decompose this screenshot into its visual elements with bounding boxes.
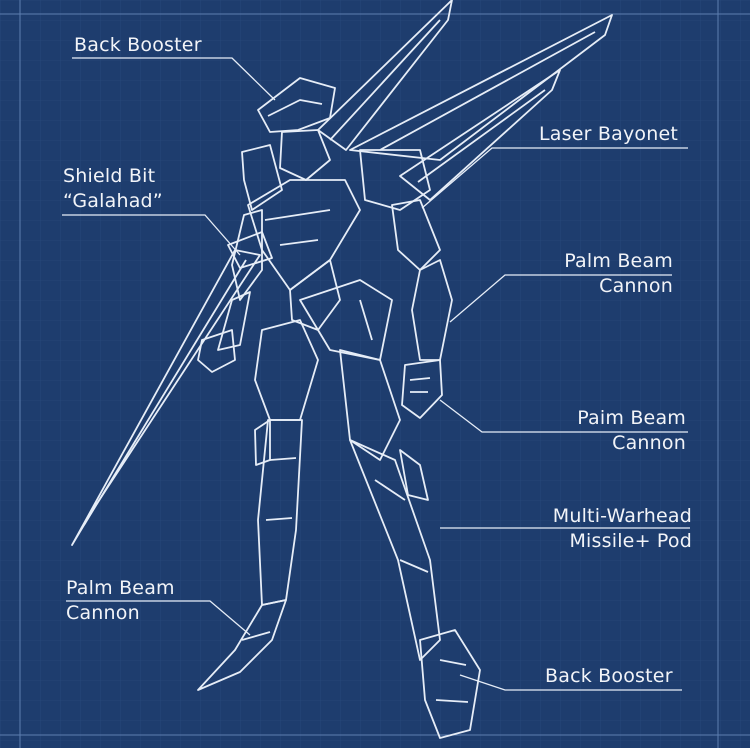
label-palm-beam-cannon-upper: Palm Beam Cannon [555,249,673,299]
label-paim-beam-cannon-line-2: Cannon [612,432,686,454]
label-palm-beam-cannon-upper-line-1: Palm Beam [564,250,673,272]
wing-mid [349,14,613,161]
chest [247,179,361,291]
sword-hilt [227,231,273,269]
label-palm-beam-cannon-lower: Palm Beam Cannon [66,576,175,626]
waist [289,259,341,331]
arm-right-upper [391,199,441,271]
shoulder-left [241,144,283,211]
label-palm-beam-cannon-lower-line-2: Cannon [66,602,140,624]
leader-paim-beam [439,399,688,433]
foot-right [419,629,481,739]
label-shield-bit-line-2: “Galahad” [63,190,163,212]
leg-right-knee [399,449,429,501]
label-paim-beam-cannon: Paim Beam Cannon [568,406,686,456]
label-back-booster-bottom: Back Booster [545,664,673,689]
wing-upper [317,0,453,151]
leader-back-booster-bottom [459,674,682,691]
label-multi-warhead-line-2: Missile+ Pod [569,530,692,552]
leader-palm-beam-lower [66,600,251,636]
label-back-booster-top: Back Booster [74,33,202,58]
leader-shield-bit [62,214,241,256]
wing-lower [399,69,561,201]
label-palm-beam-cannon-lower-line-1: Palm Beam [66,577,175,599]
hand-right [401,359,443,419]
leader-palm-beam-upper [449,274,672,323]
mecha-illustration [71,0,613,739]
leader-lines [62,57,690,691]
label-paim-beam-cannon-line-1: Paim Beam [577,407,686,429]
label-back-booster-bottom-line-1: Back Booster [545,665,673,687]
label-back-booster-top-line-1: Back Booster [74,34,202,56]
leader-laser-bayonet [421,147,688,209]
label-palm-beam-cannon-upper-line-2: Cannon [599,275,673,297]
hand-left [197,329,236,373]
head [279,129,331,181]
label-shield-bit-line-1: Shield Bit [63,165,156,187]
leader-back-booster-top [72,57,276,101]
foot-left [197,599,287,691]
label-laser-bayonet: Laser Bayonet [539,122,678,147]
label-multi-warhead-missile-pod: Multi-Warhead Missile+ Pod [538,504,692,554]
leg-right-shin [349,439,441,661]
hip-armor [299,279,393,361]
label-shield-bit: Shield Bit “Galahad” [63,164,163,214]
leg-left-knee [254,419,271,466]
label-laser-bayonet-line-1: Laser Bayonet [539,123,678,145]
label-multi-warhead-line-1: Multi-Warhead [552,505,692,527]
leg-right-thigh [339,349,401,461]
